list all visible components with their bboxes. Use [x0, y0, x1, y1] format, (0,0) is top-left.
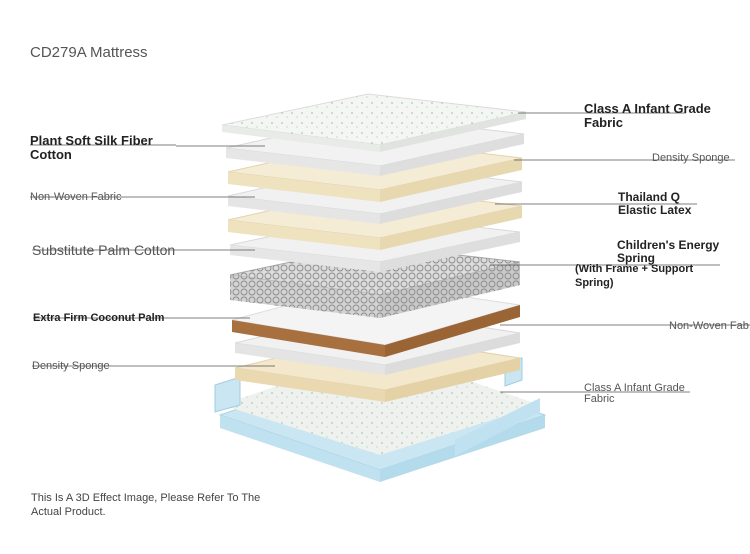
label-thailand-q-elastic-latex: Thailand Q Elastic Latex	[618, 190, 692, 217]
page-title: CD279A Mattress	[30, 44, 148, 61]
layer-class-a-infant-grade-fabric-top	[221, 93, 527, 152]
disclaimer-note: This Is A 3D Effect Image, Please Refer …	[31, 492, 261, 518]
label-extra-firm-coconut-palm: Extra Firm Coconut Palm	[33, 312, 165, 324]
label-non-woven-fabric-upper: Non-Woven Fabric	[30, 191, 122, 203]
label-density-sponge-bottom: Density Sponge	[32, 360, 110, 372]
label-spring-frame-note: (With Frame + Support Spring)	[575, 263, 694, 289]
label-substitute-palm-cotton: Substitute Palm Cotton	[32, 242, 176, 258]
label-non-woven-fabric-lower: Non-Woven Fab	[669, 320, 749, 332]
label-density-sponge-upper: Density Sponge	[652, 152, 730, 164]
label-plant-soft-silk-fiber-cotton: Plant Soft Silk Fiber Cotton	[30, 133, 153, 162]
label-childrens-energy-spring: Children's Energy Spring	[617, 238, 720, 265]
leader-lines	[30, 112, 750, 393]
label-class-a-infant-grade-fabric-top: Class A Infant Grade Fabric	[584, 101, 711, 130]
label-class-a-infant-grade-fabric-bottom: Class A Infant Grade Fabric	[584, 382, 685, 405]
